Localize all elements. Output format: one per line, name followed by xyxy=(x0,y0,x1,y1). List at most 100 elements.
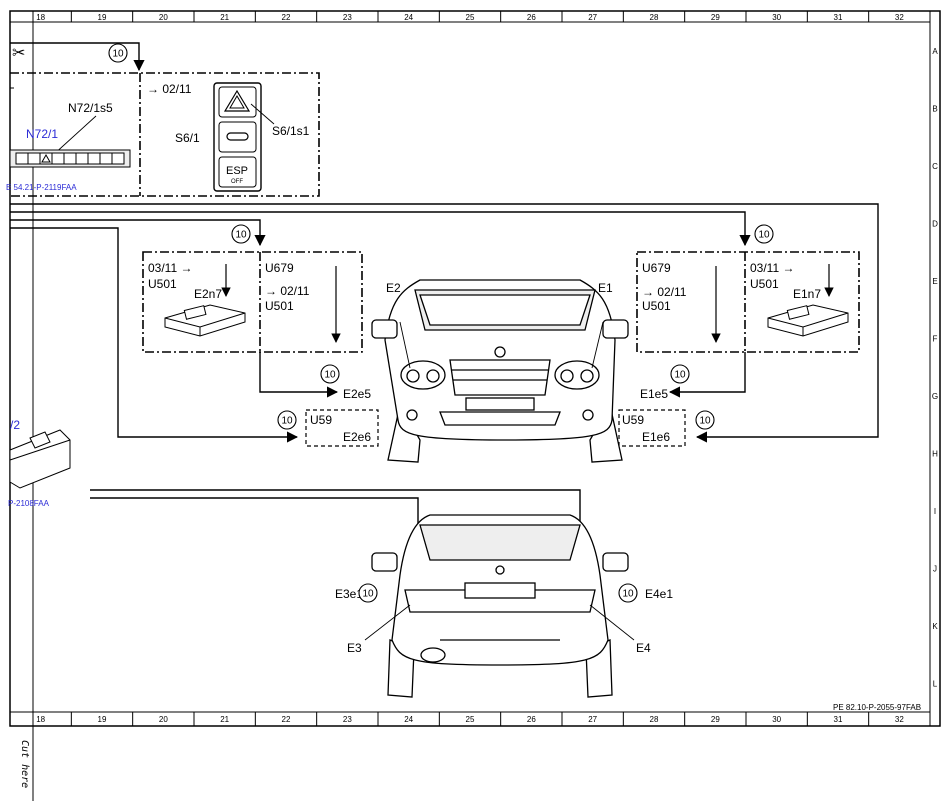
left-partial-num: /2 xyxy=(10,418,20,432)
grid-col-label: 30 xyxy=(772,715,781,724)
callout-circle: 10 xyxy=(231,224,251,244)
grid-col-label: 25 xyxy=(466,13,475,22)
grid-col-label: 22 xyxy=(282,13,291,22)
e1n7-control-unit xyxy=(767,304,849,337)
grid-col-label: 19 xyxy=(98,715,107,724)
grid-col-label: 29 xyxy=(711,13,720,22)
s6-1-label: S6/1 xyxy=(175,131,200,145)
s6-1s1-label: S6/1s1 xyxy=(272,124,310,138)
callout-circle: 10 xyxy=(695,410,715,430)
e3e1-label: E3e1 xyxy=(335,587,363,601)
svg-text:10: 10 xyxy=(324,370,336,381)
callout-circle: 10 xyxy=(277,410,297,430)
e2n7-label: E2n7 xyxy=(194,287,222,301)
u679-left: U679 xyxy=(265,261,294,275)
grid-row-label: J xyxy=(933,564,937,573)
u59-left-label: U59 xyxy=(310,413,332,427)
svg-text:10: 10 xyxy=(758,230,770,241)
callout-circle: 10 xyxy=(358,583,378,603)
grid-row-label: C xyxy=(932,162,938,171)
grid-col-label: 23 xyxy=(343,13,352,22)
grid-col-label: 27 xyxy=(588,715,597,724)
grid-col-label: 18 xyxy=(36,715,45,724)
ref-bottom: PE 82.10-P-2055-97FAB xyxy=(833,703,921,712)
car-front-view xyxy=(371,279,629,463)
u59-right-label: U59 xyxy=(622,413,644,427)
grid-col-label: 30 xyxy=(772,13,781,22)
grid-col-label: 24 xyxy=(404,13,413,22)
right-mid-u501: U501 xyxy=(642,299,671,313)
callout-circle: 10 xyxy=(754,224,774,244)
drawing-frame xyxy=(9,10,941,801)
right-headlamp-module: U679 → 02/11 U501 03/11 → U501 E1n7 xyxy=(636,251,860,353)
left-mid-u501: U501 xyxy=(265,299,294,313)
e1e5-label: E1e5 xyxy=(640,387,668,401)
e2e5-label: E2e5 xyxy=(343,387,371,401)
callout-markers: 10 10 10 10 10 10 10 10 10 xyxy=(108,43,774,603)
switch-panel-strip xyxy=(9,149,131,168)
grid-col-label: 23 xyxy=(343,715,352,724)
e1n7-label: E1n7 xyxy=(793,287,821,301)
u59-right-box: U59 E1e6 xyxy=(618,409,686,447)
grid-col-label: 26 xyxy=(527,13,536,22)
left-mid-date: → 02/11 xyxy=(265,284,310,298)
grid-row-label: A xyxy=(932,47,938,56)
right-box-u501: U501 xyxy=(750,277,779,291)
grid-col-label: 31 xyxy=(834,13,843,22)
callout-circle: 10 xyxy=(108,43,128,63)
grid-col-label: 21 xyxy=(220,13,229,22)
callout-circle: 10 xyxy=(320,364,340,384)
left-box-date: 03/11 → xyxy=(148,261,192,275)
left-box-u501: U501 xyxy=(148,277,177,291)
left-partial-component xyxy=(9,429,71,489)
svg-text:10: 10 xyxy=(699,416,711,427)
grid-row-label: F xyxy=(933,334,938,343)
hazard-icon xyxy=(223,89,251,112)
svg-text:10: 10 xyxy=(622,589,634,600)
date-label-top: → 02/11 xyxy=(147,82,192,96)
callout-circle: 10 xyxy=(670,364,690,384)
ref-left-top: E 54.21-P-2119FAA xyxy=(6,183,77,192)
grid-col-label: 21 xyxy=(220,715,229,724)
e1-label: E1 xyxy=(598,281,613,295)
wiring xyxy=(10,203,879,592)
grid-col-label: 26 xyxy=(527,715,536,724)
right-box-date: 03/11 → xyxy=(750,261,794,275)
svg-text:10: 10 xyxy=(235,230,247,241)
grid-row-label: L xyxy=(933,679,938,688)
grid-col-label: 27 xyxy=(588,13,597,22)
grid-row-label: K xyxy=(932,622,938,631)
e4-label: E4 xyxy=(636,641,651,655)
grid-col-label: 24 xyxy=(404,715,413,724)
n72-1-label: N72/1 xyxy=(26,127,58,141)
grid-row-label: D xyxy=(932,219,938,228)
e4e1-label: E4e1 xyxy=(645,587,673,601)
e2n7-control-unit xyxy=(164,304,246,337)
svg-text:10: 10 xyxy=(112,49,124,60)
grid-col-label: 32 xyxy=(895,715,904,724)
u679-right: U679 xyxy=(642,261,671,275)
car-rear-view xyxy=(371,514,629,698)
grid-col-label: 25 xyxy=(466,715,475,724)
esp-off-label: OFF xyxy=(231,179,243,185)
grid-row-label: E xyxy=(932,277,937,286)
grid-col-label: 28 xyxy=(650,13,659,22)
e3-label: E3 xyxy=(347,641,362,655)
scissors-icon: ✂ xyxy=(12,45,25,62)
grid-col-label: 18 xyxy=(36,13,45,22)
grid-col-label: 29 xyxy=(711,715,720,724)
svg-text:10: 10 xyxy=(362,589,374,600)
grid-row-label: I xyxy=(934,507,936,516)
grid-row-label: B xyxy=(932,104,937,113)
esp-label: ESP xyxy=(226,165,248,177)
top-switch-module: ✂ → 02/11 N72/1s5 N72/1 E 54.21-P-2119FA… xyxy=(6,42,320,197)
e1e6-label: E1e6 xyxy=(642,430,670,444)
u59-left-box: U59 E2e6 xyxy=(305,409,379,447)
e2-label: E2 xyxy=(386,281,401,295)
cut-here-label: Cut here xyxy=(19,740,30,788)
svg-text:10: 10 xyxy=(674,370,686,381)
grid-col-label: 28 xyxy=(650,715,659,724)
hazard-esp-switch-block: ESP OFF xyxy=(213,82,262,192)
